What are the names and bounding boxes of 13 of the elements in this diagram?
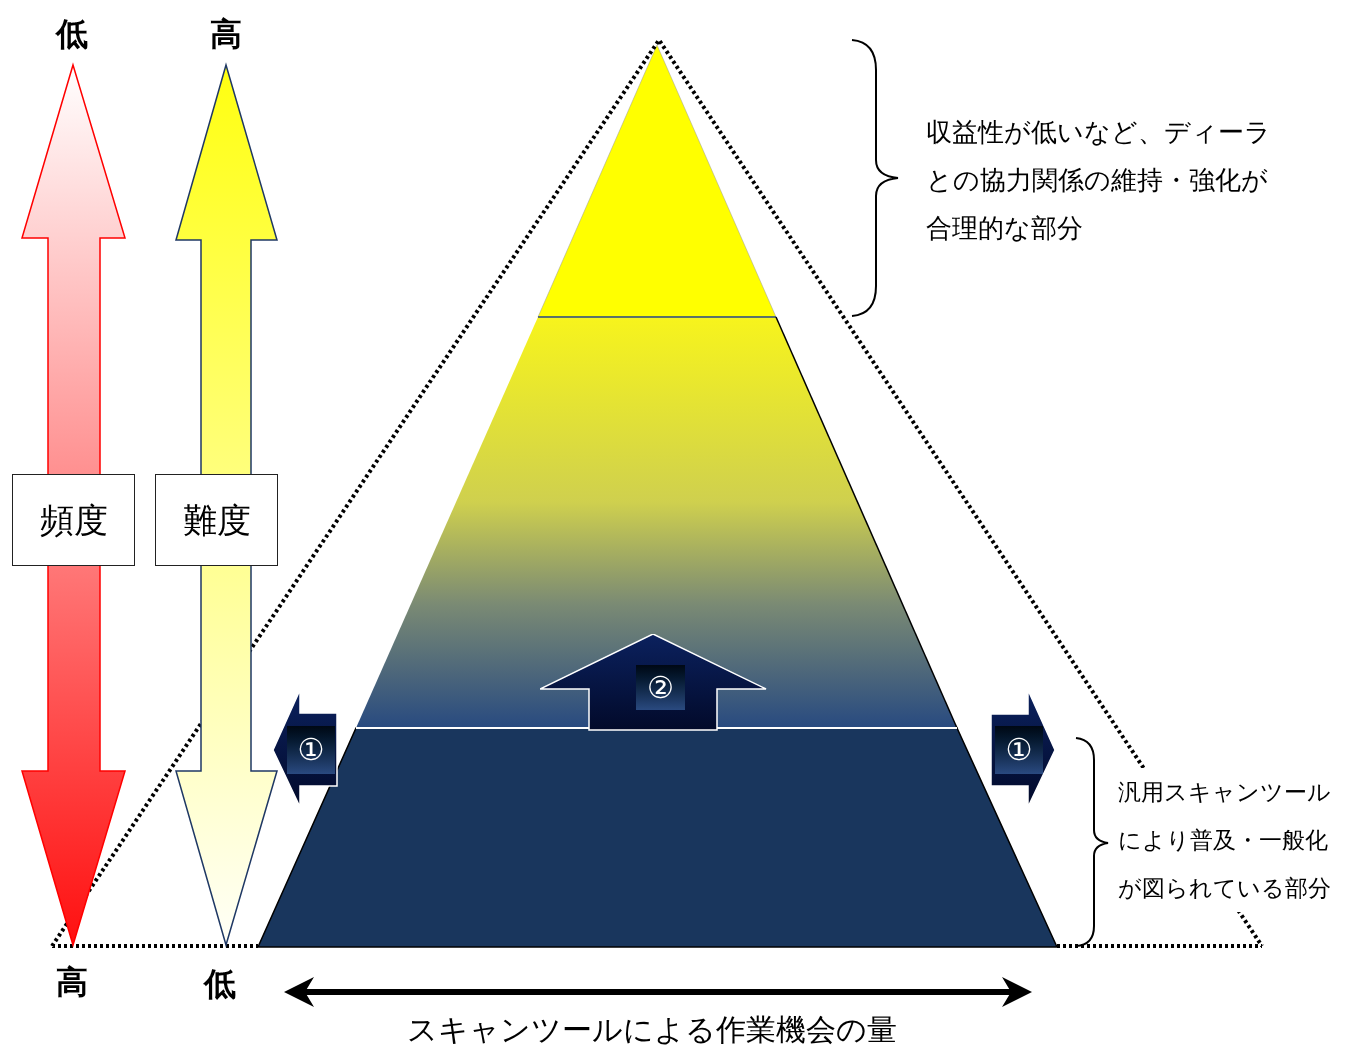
axis-label: スキャンツールによる作業機会の量 — [406, 1012, 898, 1048]
step-number: ① — [287, 726, 335, 774]
axis-label: 低 — [202, 964, 237, 1005]
label-box — [12, 474, 135, 566]
axis-name: 難度 — [182, 498, 251, 542]
axis-name: 頻度 — [39, 498, 108, 542]
step-number: ② — [636, 665, 685, 710]
axis-label: 高 — [209, 14, 243, 55]
axis-label: 低 — [54, 14, 89, 55]
annotation-text: 収益性が低いなど、ディーラとの協力関係の維持・強化が合理的な部分 — [926, 116, 1272, 245]
axis-label: 高 — [55, 962, 89, 1003]
step-number: ① — [995, 726, 1043, 774]
label-box — [155, 474, 278, 566]
